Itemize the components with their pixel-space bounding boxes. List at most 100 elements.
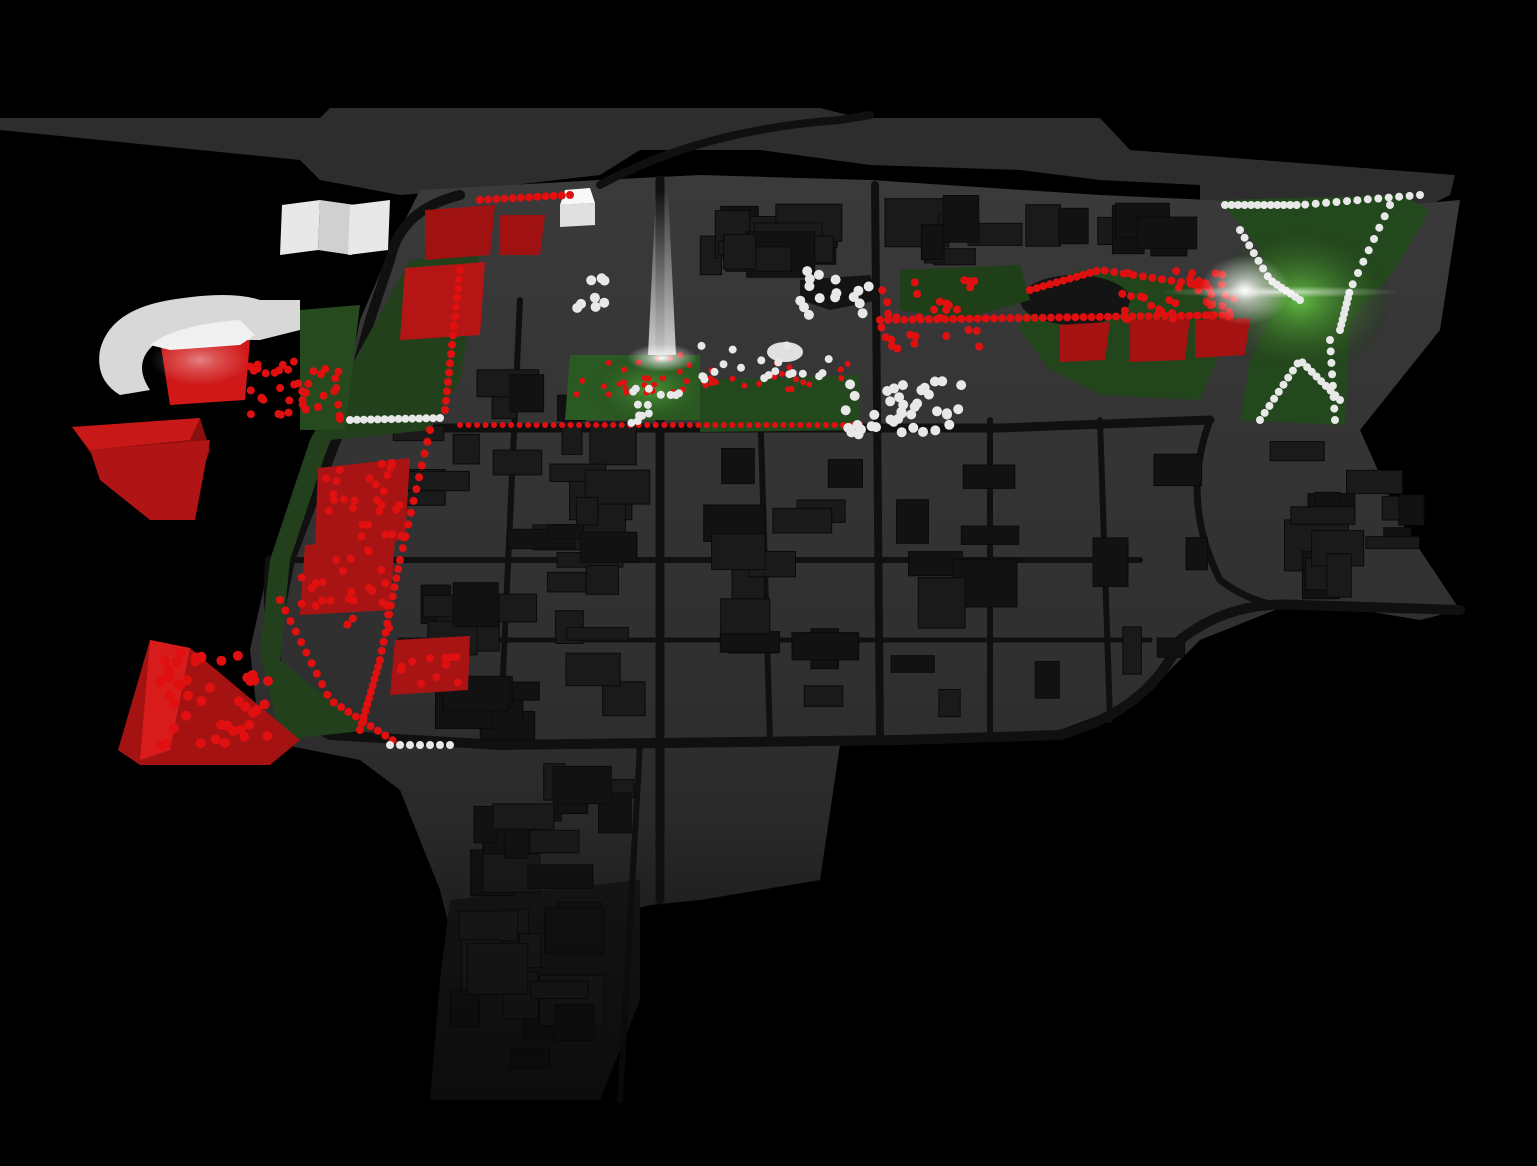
tree: [557, 191, 566, 200]
dark-building: [511, 681, 540, 701]
tree: [216, 655, 227, 666]
tree: [163, 665, 174, 676]
tree: [666, 391, 675, 399]
tree: [1072, 272, 1081, 281]
tree: [853, 429, 864, 440]
tree: [896, 427, 907, 438]
tree: [1329, 393, 1338, 402]
dark-building: [720, 598, 771, 635]
tree: [376, 656, 384, 664]
tree: [181, 710, 192, 721]
tree: [1148, 273, 1157, 282]
tree: [623, 389, 630, 396]
tree: [1221, 201, 1229, 209]
tree: [814, 422, 821, 428]
tree: [385, 623, 393, 632]
tree: [1136, 312, 1145, 321]
tree: [1236, 226, 1244, 234]
tree: [406, 741, 414, 749]
tree: [482, 422, 489, 428]
tree: [365, 694, 374, 703]
tree: [516, 422, 523, 428]
tree: [392, 574, 401, 583]
tree: [383, 471, 392, 480]
dark-building: [960, 525, 1020, 545]
tree: [432, 673, 441, 682]
tree: [764, 371, 773, 380]
tree: [953, 305, 961, 314]
tree: [818, 369, 827, 378]
tree: [156, 675, 167, 686]
tree: [448, 340, 456, 349]
tree: [1353, 196, 1362, 205]
tree: [644, 409, 653, 418]
tree: [236, 724, 247, 735]
tree: [1279, 201, 1288, 209]
tree: [1331, 416, 1339, 424]
tree: [291, 627, 300, 636]
tree: [1110, 268, 1119, 277]
tree: [492, 195, 501, 204]
tree: [913, 290, 922, 298]
tree: [1374, 194, 1383, 203]
tree: [338, 567, 347, 575]
tree: [398, 544, 407, 553]
tree: [579, 377, 586, 384]
tree: [897, 380, 908, 391]
tree: [944, 301, 953, 310]
tree: [343, 620, 352, 629]
west-curved-road: [265, 190, 465, 665]
east-light-flare: [1160, 286, 1400, 298]
tree: [297, 573, 306, 582]
tree: [246, 386, 255, 395]
tree: [882, 386, 893, 396]
tree: [937, 376, 948, 387]
tree: [441, 653, 450, 662]
tree: [788, 422, 795, 428]
tree: [1046, 313, 1055, 322]
tree: [1405, 191, 1414, 200]
main-east-west-road: [325, 415, 1215, 433]
tree: [1273, 201, 1282, 209]
tree: [1122, 315, 1131, 324]
tree: [584, 422, 591, 428]
tree: [898, 399, 909, 410]
tree: [324, 506, 333, 515]
tree: [1066, 274, 1074, 283]
tree: [1336, 396, 1344, 404]
tree: [599, 275, 610, 286]
east-north-south-road: [871, 181, 884, 744]
dark-building: [890, 655, 935, 673]
tree: [516, 193, 525, 202]
tree: [844, 360, 851, 367]
west-pocket-green: [300, 305, 360, 430]
tree: [377, 646, 386, 655]
tree: [365, 474, 374, 483]
tree: [278, 360, 287, 369]
tree: [845, 379, 856, 390]
dark-building: [827, 459, 863, 488]
tree: [1172, 267, 1181, 276]
dark-building: [1122, 626, 1142, 675]
tree: [326, 596, 335, 605]
tree: [368, 586, 377, 595]
tree: [981, 314, 990, 323]
tree: [643, 400, 652, 409]
tree: [1167, 276, 1176, 285]
tree: [771, 422, 778, 428]
tree: [284, 365, 293, 374]
tree: [476, 196, 484, 204]
tree: [605, 391, 612, 398]
tree: [823, 422, 829, 428]
tree: [390, 583, 399, 592]
tree: [330, 495, 338, 504]
tree: [359, 415, 368, 424]
tree: [426, 426, 434, 434]
tree: [453, 294, 461, 302]
tree: [1311, 199, 1320, 208]
tree: [559, 422, 566, 428]
tree: [1247, 201, 1256, 209]
central-light-beam: [648, 190, 676, 355]
tree: [857, 308, 868, 319]
tree: [1286, 201, 1295, 209]
